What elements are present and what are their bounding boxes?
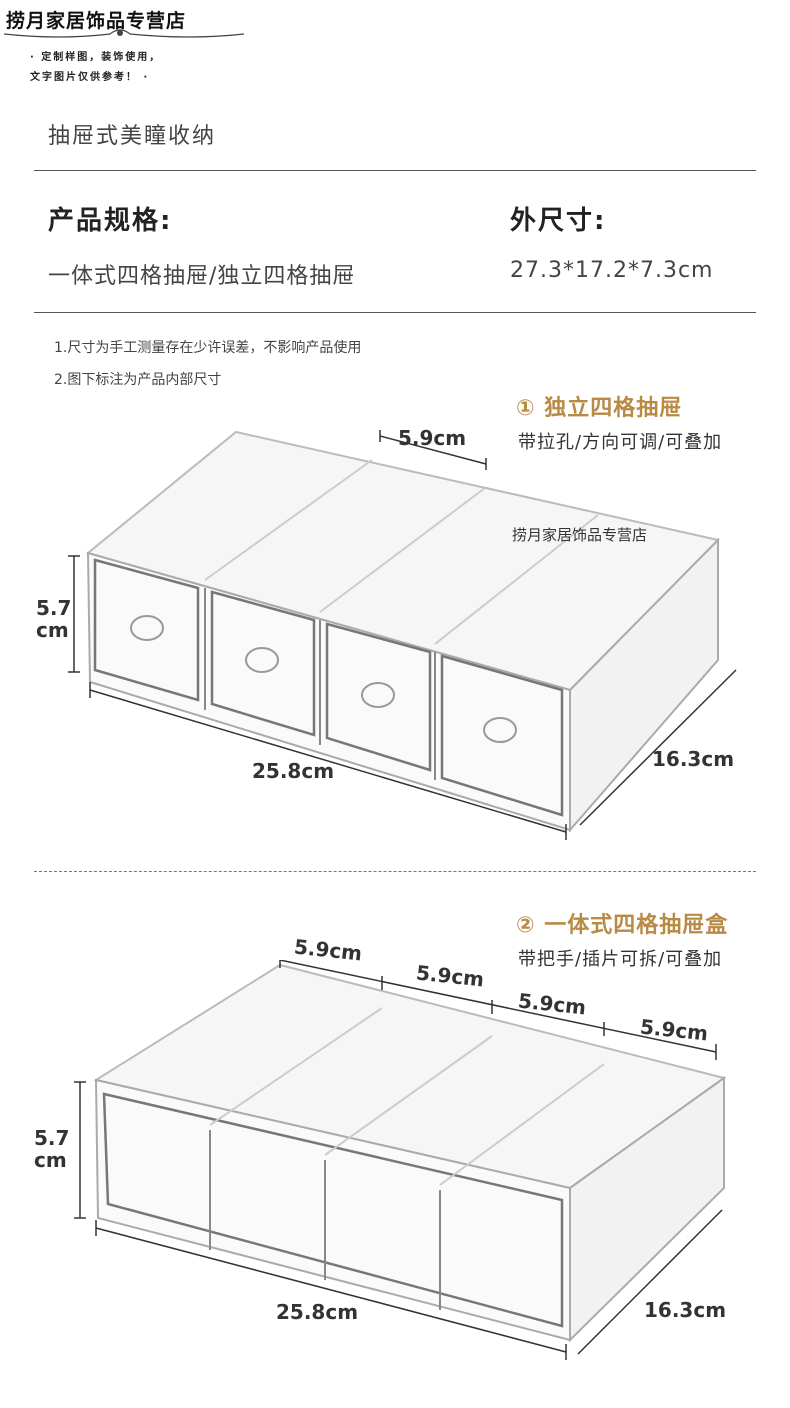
p2-dim-length: 25.8cm [276, 1300, 359, 1324]
p1-dim-height-unit: cm [36, 618, 69, 642]
spec-value: 一体式四格抽屉/独立四格抽屉 [48, 264, 356, 289]
product1-subtitle: 带拉孔/方向可调/可叠加 [518, 432, 723, 453]
product1-title: ① 独立四格抽屉 [516, 396, 683, 421]
note-2: 2.图下标注为产品内部尺寸 [54, 372, 222, 388]
divider-top [34, 170, 756, 171]
p2-dim-height-value: 5.7 [34, 1126, 70, 1150]
store-name: 捞月家居饰品专营店 [6, 10, 187, 32]
spec-label: 产品规格: [48, 206, 173, 236]
p1-watermark: 捞月家居饰品专营店 [512, 526, 648, 544]
section-divider-dashed [34, 871, 756, 872]
p1-dim-length: 25.8cm [252, 759, 335, 783]
size-label: 外尺寸: [510, 206, 607, 236]
product2-subtitle: 带把手/插片可拆/可叠加 [518, 949, 723, 970]
disclaimer-line-2: 文字图片仅供参考！ · [30, 72, 150, 83]
size-value: 27.3*17.2*7.3cm [510, 258, 714, 283]
p1-dim-top-width: 5.9cm [398, 426, 467, 450]
p2-dim-height-unit: cm [34, 1148, 67, 1172]
product2-box-illustration [74, 960, 727, 1360]
page-subtitle: 抽屉式美瞳收纳 [48, 124, 217, 149]
product1-drawer-illustration [68, 430, 737, 840]
store-badge [0, 0, 250, 96]
product2-title: ② 一体式四格抽屉盒 [516, 913, 729, 938]
divider-specs [34, 312, 756, 313]
p1-dim-height-value: 5.7 [36, 596, 72, 620]
store-badge-frame [3, 29, 245, 38]
disclaimer-line-1: · 定制样图，装饰使用， [30, 52, 162, 63]
note-1: 1.尺寸为手工测量存在少许误差，不影响产品使用 [54, 340, 362, 356]
p2-dim-depth: 16.3cm [644, 1298, 727, 1322]
p1-dim-depth: 16.3cm [652, 747, 735, 771]
